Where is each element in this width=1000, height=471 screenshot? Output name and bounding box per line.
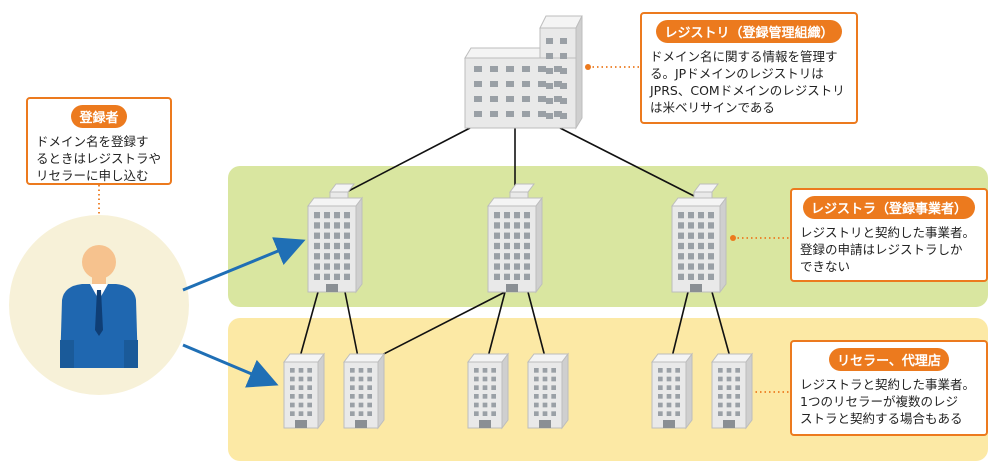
application-arrows bbox=[182, 237, 306, 388]
registry-building-icon bbox=[464, 15, 583, 130]
registrar-title: レジストラ（登録事業者） bbox=[802, 196, 975, 219]
reseller-building-icon bbox=[467, 352, 509, 430]
registrant-callout: 登録者 ドメイン名を登録す るときはレジストラや リセラーに申し込む bbox=[26, 97, 172, 185]
registry-description: ドメイン名に関する情報を管理す る。JPドメインのレジストリは JPRS、COM… bbox=[650, 49, 845, 115]
reseller-description: レジストラと契約した事業者。 1つのリセラーが複数のレジ ストラと契約する場合も… bbox=[800, 377, 976, 426]
registrar-building-body bbox=[307, 196, 363, 294]
registry-callout: レジストリ（登録管理組織） ドメイン名に関する情報を管理す る。JPドメインのレ… bbox=[640, 12, 858, 124]
reseller-title: リセラー、代理店 bbox=[829, 348, 949, 371]
reseller-building-icon bbox=[283, 352, 325, 430]
registry-title: レジストリ（登録管理組織） bbox=[656, 20, 842, 43]
reseller-building-icon bbox=[527, 352, 569, 430]
connector-lines bbox=[299, 127, 731, 361]
reseller-callout: リセラー、代理店 レジストラと契約した事業者。 1つのリセラーが複数のレジ スト… bbox=[790, 340, 988, 436]
registrar-building-icon bbox=[671, 183, 727, 294]
registrar-building-icon bbox=[487, 183, 543, 294]
registrar-description: レジストリと契約した事業者。 登録の申請はレジストラしか できない bbox=[800, 225, 976, 274]
registrant-description: ドメイン名を登録す るときはレジストラや リセラーに申し込む bbox=[36, 134, 162, 183]
registrar-buildings bbox=[307, 183, 727, 294]
registrant-title: 登録者 bbox=[71, 105, 127, 128]
reseller-building-icon bbox=[711, 352, 753, 430]
reseller-building-icon bbox=[651, 352, 693, 430]
registrar-callout: レジストラ（登録事業者） レジストリと契約した事業者。 登録の申請はレジストラし… bbox=[790, 188, 988, 282]
reseller-building-icon bbox=[343, 352, 385, 430]
registrar-building-body bbox=[671, 196, 727, 294]
businessman-icon bbox=[60, 245, 138, 368]
registrar-building-body bbox=[487, 196, 543, 294]
registrar-building-icon bbox=[307, 183, 363, 294]
reseller-buildings bbox=[283, 352, 753, 430]
